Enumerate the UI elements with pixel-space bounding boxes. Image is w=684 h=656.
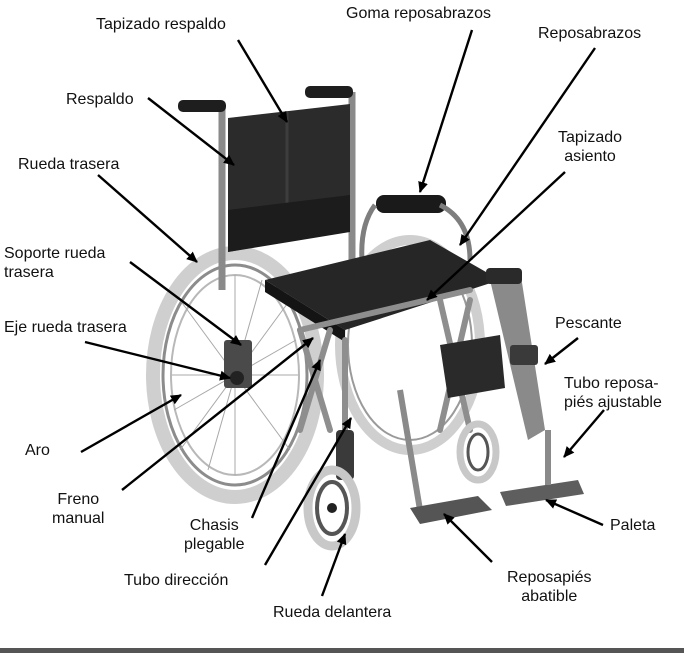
label-reposapies-abatible: Reposapiés abatible (507, 568, 592, 606)
label-reposabrazos: Reposabrazos (538, 24, 641, 43)
label-tapizado-respaldo: Tapizado respaldo (96, 15, 226, 34)
arrow-rueda-trasera (98, 175, 197, 262)
bottom-rule (0, 648, 684, 653)
wheelchair-illustration (153, 86, 584, 546)
label-aro: Aro (25, 441, 50, 460)
label-freno-manual: Freno manual (52, 490, 104, 528)
arrow-goma-reposabrazos (420, 30, 472, 192)
arrow-paleta (546, 500, 603, 525)
label-chasis-plegable: Chasis plegable (184, 516, 245, 554)
arrow-pescante (545, 338, 578, 364)
legrest (400, 268, 584, 524)
front-caster-right (460, 424, 496, 480)
label-goma-reposabrazos: Goma reposabrazos (346, 4, 491, 23)
arrow-tubo-reposapies (564, 410, 604, 457)
label-eje-rueda-trasera: Eje rueda trasera (4, 318, 127, 337)
label-rueda-trasera: Rueda trasera (18, 155, 119, 174)
label-tubo-reposapies: Tubo reposa- piés ajustable (564, 374, 662, 412)
arrow-tapizado-respaldo (238, 40, 287, 122)
label-tapizado-asiento: Tapizado asiento (558, 128, 622, 166)
label-tubo-direccion: Tubo dirección (124, 571, 228, 590)
label-respaldo: Respaldo (66, 90, 134, 109)
label-paleta: Paleta (610, 516, 655, 535)
label-soporte-rueda-trasera: Soporte rueda trasera (4, 244, 105, 282)
label-pescante: Pescante (555, 314, 622, 333)
label-rueda-delantera: Rueda delantera (273, 603, 391, 622)
front-caster-left (308, 430, 356, 546)
arrow-reposapies-abatible (444, 514, 492, 562)
